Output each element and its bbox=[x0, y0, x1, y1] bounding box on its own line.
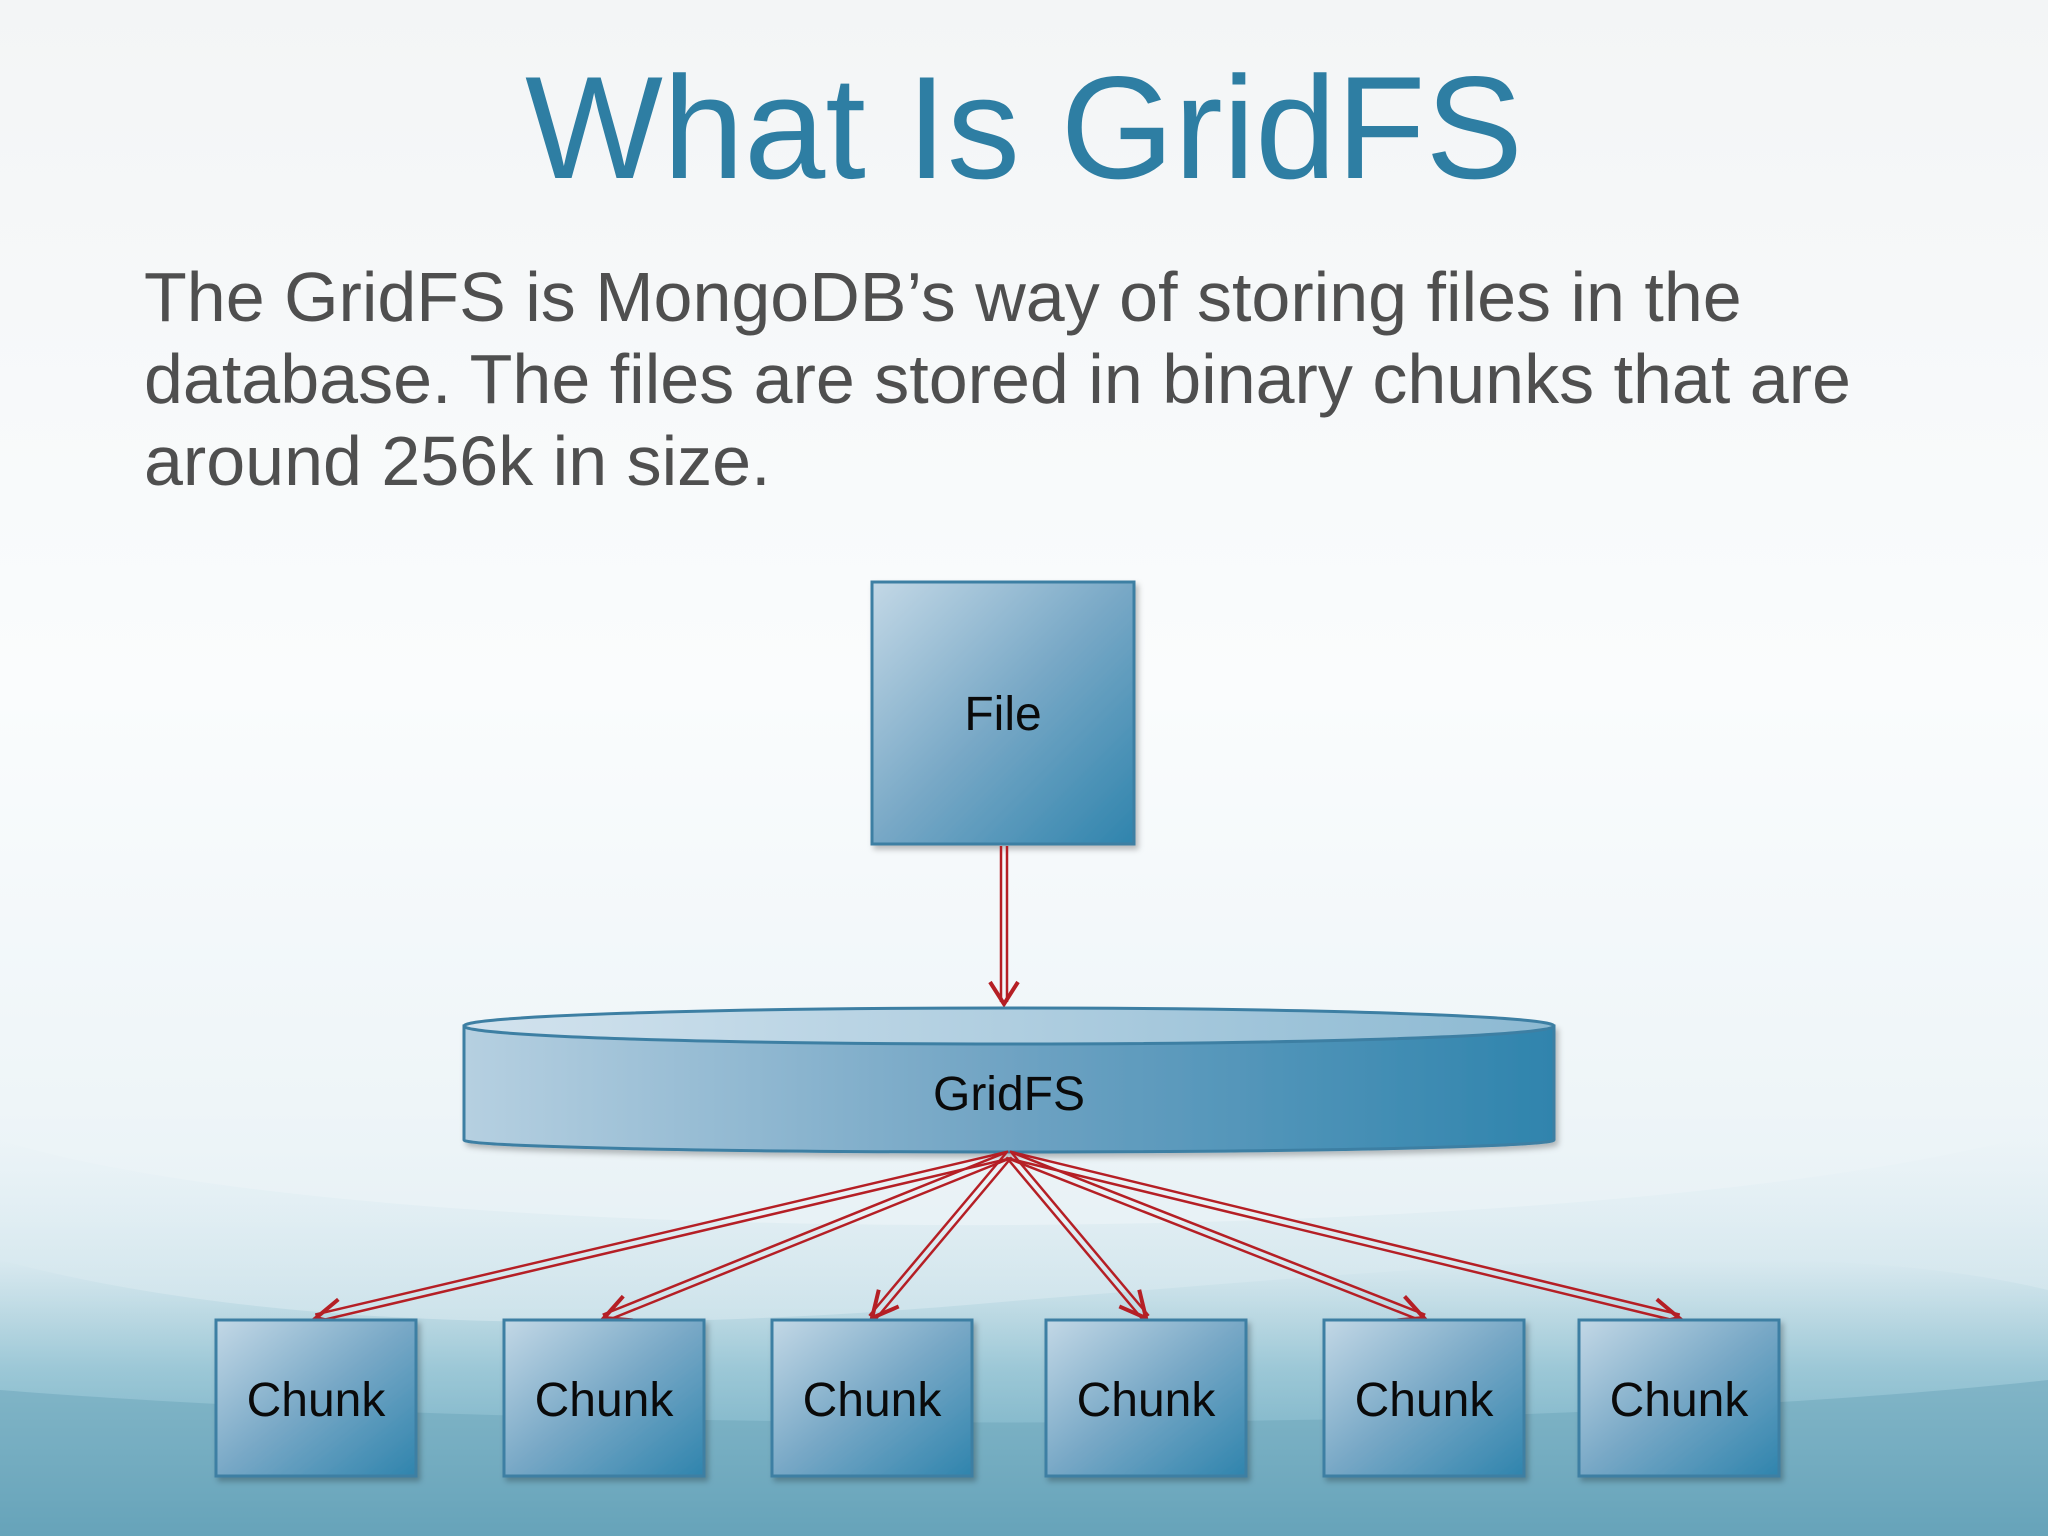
chunk-box: Chunk bbox=[1322, 1318, 1526, 1478]
slide-body-text: The GridFS is MongoDB’s way of storing f… bbox=[144, 258, 1851, 500]
chunk-arrow-line bbox=[316, 1157, 1011, 1323]
chunk-arrow-line bbox=[873, 1156, 1013, 1322]
chunk-arrow-line bbox=[868, 1151, 1008, 1317]
chunk-box: Chunk bbox=[1044, 1318, 1248, 1478]
chunk-box-shape bbox=[214, 1318, 418, 1478]
chunk-arrow-line bbox=[1009, 1150, 1681, 1316]
chunk-label: Chunk bbox=[1610, 1374, 1750, 1427]
chunk-arrow-line bbox=[1007, 1157, 1679, 1323]
chunk-label: Chunk bbox=[1077, 1374, 1217, 1427]
chunk-arrows bbox=[311, 1150, 1684, 1327]
chunk-box: Chunk bbox=[214, 1318, 418, 1478]
chunk-arrow-line bbox=[314, 1150, 1009, 1316]
chunk-arrow-line bbox=[1007, 1157, 1424, 1323]
chunk-box-shape bbox=[770, 1318, 974, 1478]
chunk-label: Chunk bbox=[247, 1374, 387, 1427]
chunk-arrow-head bbox=[869, 1289, 900, 1322]
chunk-arrow-line bbox=[1010, 1151, 1150, 1317]
file-box: File bbox=[870, 580, 1136, 846]
chunk-label: Chunk bbox=[535, 1374, 675, 1427]
chunk-arrow-line bbox=[604, 1157, 1011, 1323]
gridfs-label: GridFS bbox=[933, 1068, 1085, 1121]
gridfs-store: GridFS bbox=[462, 1006, 1556, 1154]
file-label: File bbox=[964, 688, 1041, 741]
chunk-arrow-line bbox=[1009, 1150, 1426, 1316]
chunk-box: Chunk bbox=[770, 1318, 974, 1478]
chunk-box-shape bbox=[502, 1318, 706, 1478]
file-to-gridfs-arrow bbox=[988, 846, 1020, 1008]
chunk-label: Chunk bbox=[803, 1374, 943, 1427]
chunk-arrow-line bbox=[1005, 1156, 1145, 1322]
chunk-arrow-head bbox=[1118, 1289, 1149, 1322]
chunk-arrow-line bbox=[602, 1150, 1009, 1316]
chunk-box-shape bbox=[1322, 1318, 1526, 1478]
chunk-box: Chunk bbox=[502, 1318, 706, 1478]
chunk-box-shape bbox=[1044, 1318, 1248, 1478]
chunk-label: Chunk bbox=[1355, 1374, 1495, 1427]
slide-title: What Is GridFS bbox=[525, 46, 1523, 209]
chunk-box-shape bbox=[1577, 1318, 1781, 1478]
chunk-box: Chunk bbox=[1577, 1318, 1781, 1478]
chunk-boxes: Chunk Chunk Chunk Chunk Chunk Chunk bbox=[214, 1318, 1781, 1478]
